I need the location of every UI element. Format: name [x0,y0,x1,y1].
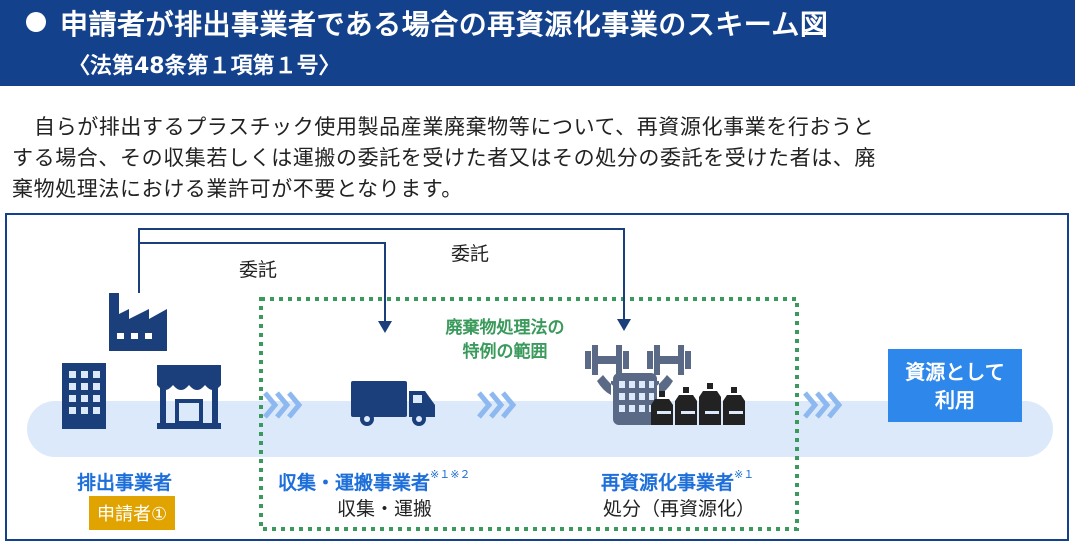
diagram-graphics [27,228,1053,531]
recycler-activity: 処分（再資源化） [603,498,756,520]
resource-use-line: 資源として [905,360,1005,384]
flow-chevrons-2 [477,391,517,419]
description-line: 自らが排出するプラスチック使用製品産業廃棄物等について、再資源化事業を行おうと [34,115,875,139]
recycler-name-text: 再資源化事業者 [601,472,735,494]
page-subtitle: 〈法第48条第１項第１号〉 [68,54,341,79]
office-building-icon [62,363,106,429]
shop-icon [157,365,221,429]
truck-icon [351,381,435,426]
factory-icon [109,293,167,351]
collector-name: 収集・運搬事業者※１※２ [278,468,470,495]
flow-chevrons-1 [263,391,303,419]
consignment-label-right: 委託 [451,243,490,265]
special-scope-label-line: 廃棄物処理法の [445,318,565,338]
header-banner: 申請者が排出事業者である場合の再資源化事業のスキーム図 〈法第48条第１項第１号… [0,0,1075,86]
flow-chevrons-3 [803,391,843,419]
collector-name-text: 収集・運搬事業者 [278,472,431,494]
resource-use-line: 利用 [935,388,975,412]
bottles-icon [651,383,745,425]
special-scope-label: 廃棄物処理法の 特例の範囲 [425,316,585,364]
special-scope-box [259,297,799,531]
scheme-diagram: 委託 委託 廃棄物処理法の 特例の範囲 排出事業者 申請者① 収集・運搬事業者※… [5,213,1069,541]
consignment-label-left: 委託 [239,259,278,281]
description-line: する場合、その収集若しくは運搬の委託を受けた者又はその処分の委託を受けた者は、廃 [12,146,876,170]
consignment-arrow-left [138,242,386,323]
description-line: 棄物処理法における業許可が不要となります。 [12,177,463,201]
resource-use-box: 資源として 利用 [888,349,1022,422]
description: 自らが排出するプラスチック使用製品産業廃棄物等について、再資源化事業を行おうと … [12,112,1057,205]
emitter-name: 排出事業者 [77,472,173,494]
consignment-arrow-right [138,228,625,321]
arrow-head-icon [617,319,631,331]
collector-activity: 収集・運搬 [337,498,433,520]
page-title: 申請者が排出事業者である場合の再資源化事業のスキーム図 [60,8,829,41]
applicant-badge: 申請者① [89,496,176,530]
bullet-icon [26,12,46,32]
recycler-note: ※１ [734,468,755,481]
special-scope-label-line: 特例の範囲 [462,342,548,362]
collector-note: ※１※２ [430,468,471,481]
arrow-head-icon [378,321,392,333]
recycler-name: 再資源化事業者※１ [601,468,754,495]
recycling-facility-icon [585,345,691,425]
